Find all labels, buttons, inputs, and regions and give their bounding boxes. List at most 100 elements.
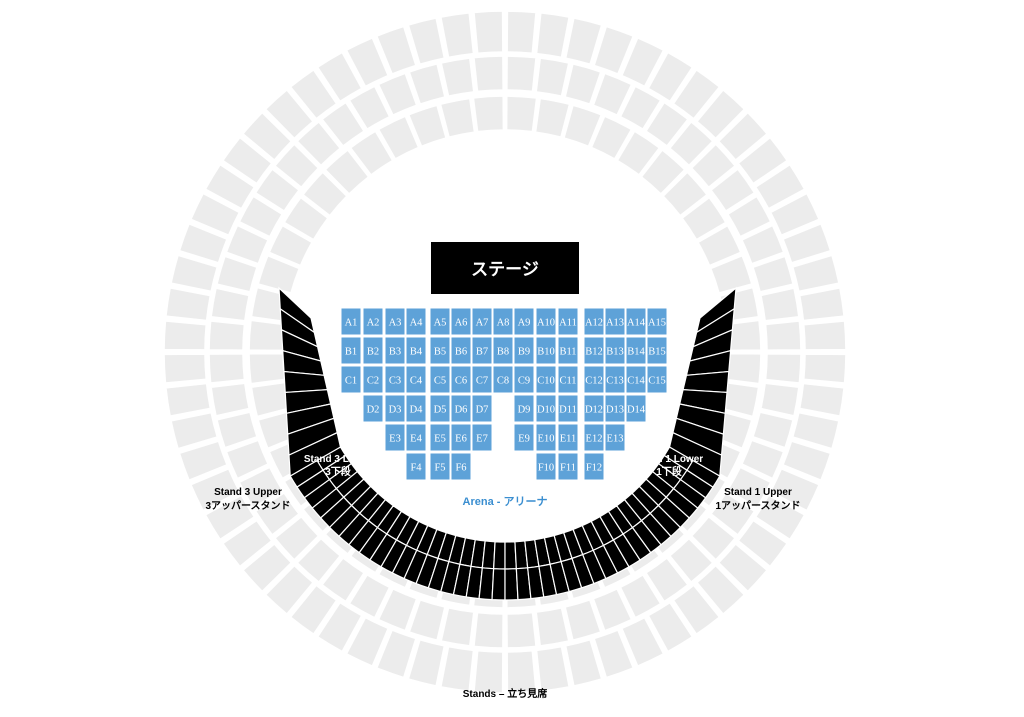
upper-stand-segment-outer[interactable] [802, 353, 847, 384]
upper-stand-segment-middle[interactable] [238, 466, 284, 509]
arena-block-b3[interactable]: B3 [384, 336, 406, 365]
arena-block-e12[interactable]: E12 [583, 423, 605, 452]
arena-block-e4[interactable]: E4 [405, 423, 427, 452]
upper-stand-segment-middle[interactable] [751, 255, 795, 293]
arena-block-shape[interactable] [625, 336, 647, 365]
upper-stand-segment-outer[interactable] [535, 12, 571, 59]
arena-block-f11[interactable]: F11 [557, 452, 579, 481]
upper-stand-segment-outer[interactable] [189, 192, 241, 237]
upper-stand-segment-middle[interactable] [215, 255, 259, 293]
arena-block-a3[interactable]: A3 [384, 307, 406, 336]
arena-block-b15[interactable]: B15 [646, 336, 668, 365]
lower-stand-segment-inner[interactable] [481, 540, 496, 570]
arena-block-d2[interactable]: D2 [362, 394, 384, 423]
arena-block-shape[interactable] [513, 336, 535, 365]
arena-block-c10[interactable]: C10 [535, 365, 557, 394]
upper-stand-segment-outer[interactable] [672, 584, 721, 636]
arena-block-shape[interactable] [384, 394, 406, 423]
upper-stand-segment-outer[interactable] [769, 192, 821, 237]
arena-block-f5[interactable]: F5 [429, 452, 451, 481]
arena-block-a12[interactable]: A12 [583, 307, 605, 336]
arena-block-f4[interactable]: F4 [405, 452, 427, 481]
upper-stand-segment-middle[interactable] [210, 287, 251, 322]
arena-block-f6[interactable]: F6 [450, 452, 472, 481]
upper-stand-segment-outer[interactable] [473, 10, 504, 55]
upper-stand-segment-middle[interactable] [473, 611, 504, 649]
arena-block-b1[interactable]: B1 [340, 336, 362, 365]
upper-stand-segment-middle[interactable] [296, 120, 342, 167]
upper-stand-segment-middle[interactable] [408, 62, 446, 106]
upper-stand-segment-middle[interactable] [619, 573, 662, 619]
upper-stand-segment-middle[interactable] [273, 143, 320, 189]
upper-stand-segment-middle[interactable] [564, 62, 602, 106]
lower-stand-arm-segment[interactable] [668, 431, 723, 477]
arena-block-shape[interactable] [384, 336, 406, 365]
upper-stand-segment-outer[interactable] [170, 254, 219, 293]
upper-stand-segment-middle[interactable] [564, 598, 602, 642]
upper-stand-segment-middle[interactable] [208, 320, 246, 351]
arena-block-shape[interactable] [405, 423, 427, 452]
arena-block-d5[interactable]: D5 [429, 394, 451, 423]
arena-block-c6[interactable]: C6 [450, 365, 472, 394]
upper-stand-segment-outer[interactable] [375, 25, 417, 76]
upper-stand-segment-middle[interactable] [254, 491, 301, 537]
arena-block-shape[interactable] [557, 336, 579, 365]
arena-block-shape[interactable] [471, 365, 493, 394]
upper-stand-segment-outer[interactable] [345, 616, 390, 668]
arena-block-c11[interactable]: C11 [557, 365, 579, 394]
upper-stand-segment-outer[interactable] [170, 411, 219, 450]
upper-stand-segment-outer[interactable] [754, 163, 806, 210]
upper-stand-segment-middle[interactable] [408, 598, 446, 642]
arena-block-shape[interactable] [513, 307, 535, 336]
upper-stand-segment-middle[interactable] [225, 224, 270, 265]
upper-stand-segment-outer[interactable] [345, 36, 390, 88]
upper-stand-segment-outer[interactable] [189, 467, 241, 512]
upper-stand-segment-inner[interactable] [248, 352, 286, 385]
arena-block-e5[interactable]: E5 [429, 423, 451, 452]
upper-stand-segment-outer[interactable] [717, 542, 769, 593]
arena-block-c14[interactable]: C14 [625, 365, 647, 394]
arena-block-e3[interactable]: E3 [384, 423, 406, 452]
arena-block-c1[interactable]: C1 [340, 365, 362, 394]
arena-block-c8[interactable]: C8 [492, 365, 514, 394]
arena-block-e9[interactable]: E9 [513, 423, 535, 452]
lower-stand-segment-inner[interactable] [493, 541, 506, 570]
upper-stand-segment-outer[interactable] [695, 88, 746, 140]
arena-block-shape[interactable] [513, 423, 535, 452]
upper-stand-segment-outer[interactable] [802, 320, 847, 351]
arena-block-shape[interactable] [384, 423, 406, 452]
arena-block-shape[interactable] [450, 452, 472, 481]
upper-stand-segment-outer[interactable] [221, 519, 273, 568]
arena-block-shape[interactable] [450, 394, 472, 423]
arena-block-d7[interactable]: D7 [471, 394, 493, 423]
arena-block-shape[interactable] [646, 336, 668, 365]
arena-block-d11[interactable]: D11 [557, 394, 579, 423]
upper-stand-segment-middle[interactable] [668, 537, 714, 584]
arena-block-c15[interactable]: C15 [646, 365, 668, 394]
arena-block-b10[interactable]: B10 [535, 336, 557, 365]
upper-stand-segment-middle[interactable] [726, 466, 772, 509]
arena-block-e6[interactable]: E6 [450, 423, 472, 452]
upper-stand-segment-middle[interactable] [254, 167, 301, 213]
arena-block-c5[interactable]: C5 [429, 365, 451, 394]
arena-block-shape[interactable] [384, 365, 406, 394]
arena-block-c4[interactable]: C4 [405, 365, 427, 394]
arena-block-shape[interactable] [405, 452, 427, 481]
upper-stand-segment-outer[interactable] [375, 628, 417, 679]
arena-block-shape[interactable] [625, 365, 647, 394]
upper-stand-segment-outer[interactable] [264, 88, 315, 140]
arena-block-d13[interactable]: D13 [604, 394, 626, 423]
arena-block-a6[interactable]: A6 [450, 307, 472, 336]
upper-stand-segment-inner[interactable] [439, 97, 476, 139]
arena-block-shape[interactable] [429, 423, 451, 452]
arena-block-f10[interactable]: F10 [535, 452, 557, 481]
upper-stand-segment-outer[interactable] [221, 136, 273, 185]
upper-stand-segment-outer[interactable] [620, 36, 665, 88]
arena-block-b6[interactable]: B6 [450, 336, 472, 365]
upper-stand-segment-outer[interactable] [593, 25, 635, 76]
upper-stand-segment-middle[interactable] [740, 224, 785, 265]
upper-stand-segment-outer[interactable] [163, 320, 208, 351]
upper-stand-segment-outer[interactable] [204, 494, 256, 541]
upper-stand-segment-middle[interactable] [296, 537, 342, 584]
upper-stand-segment-middle[interactable] [348, 85, 391, 131]
